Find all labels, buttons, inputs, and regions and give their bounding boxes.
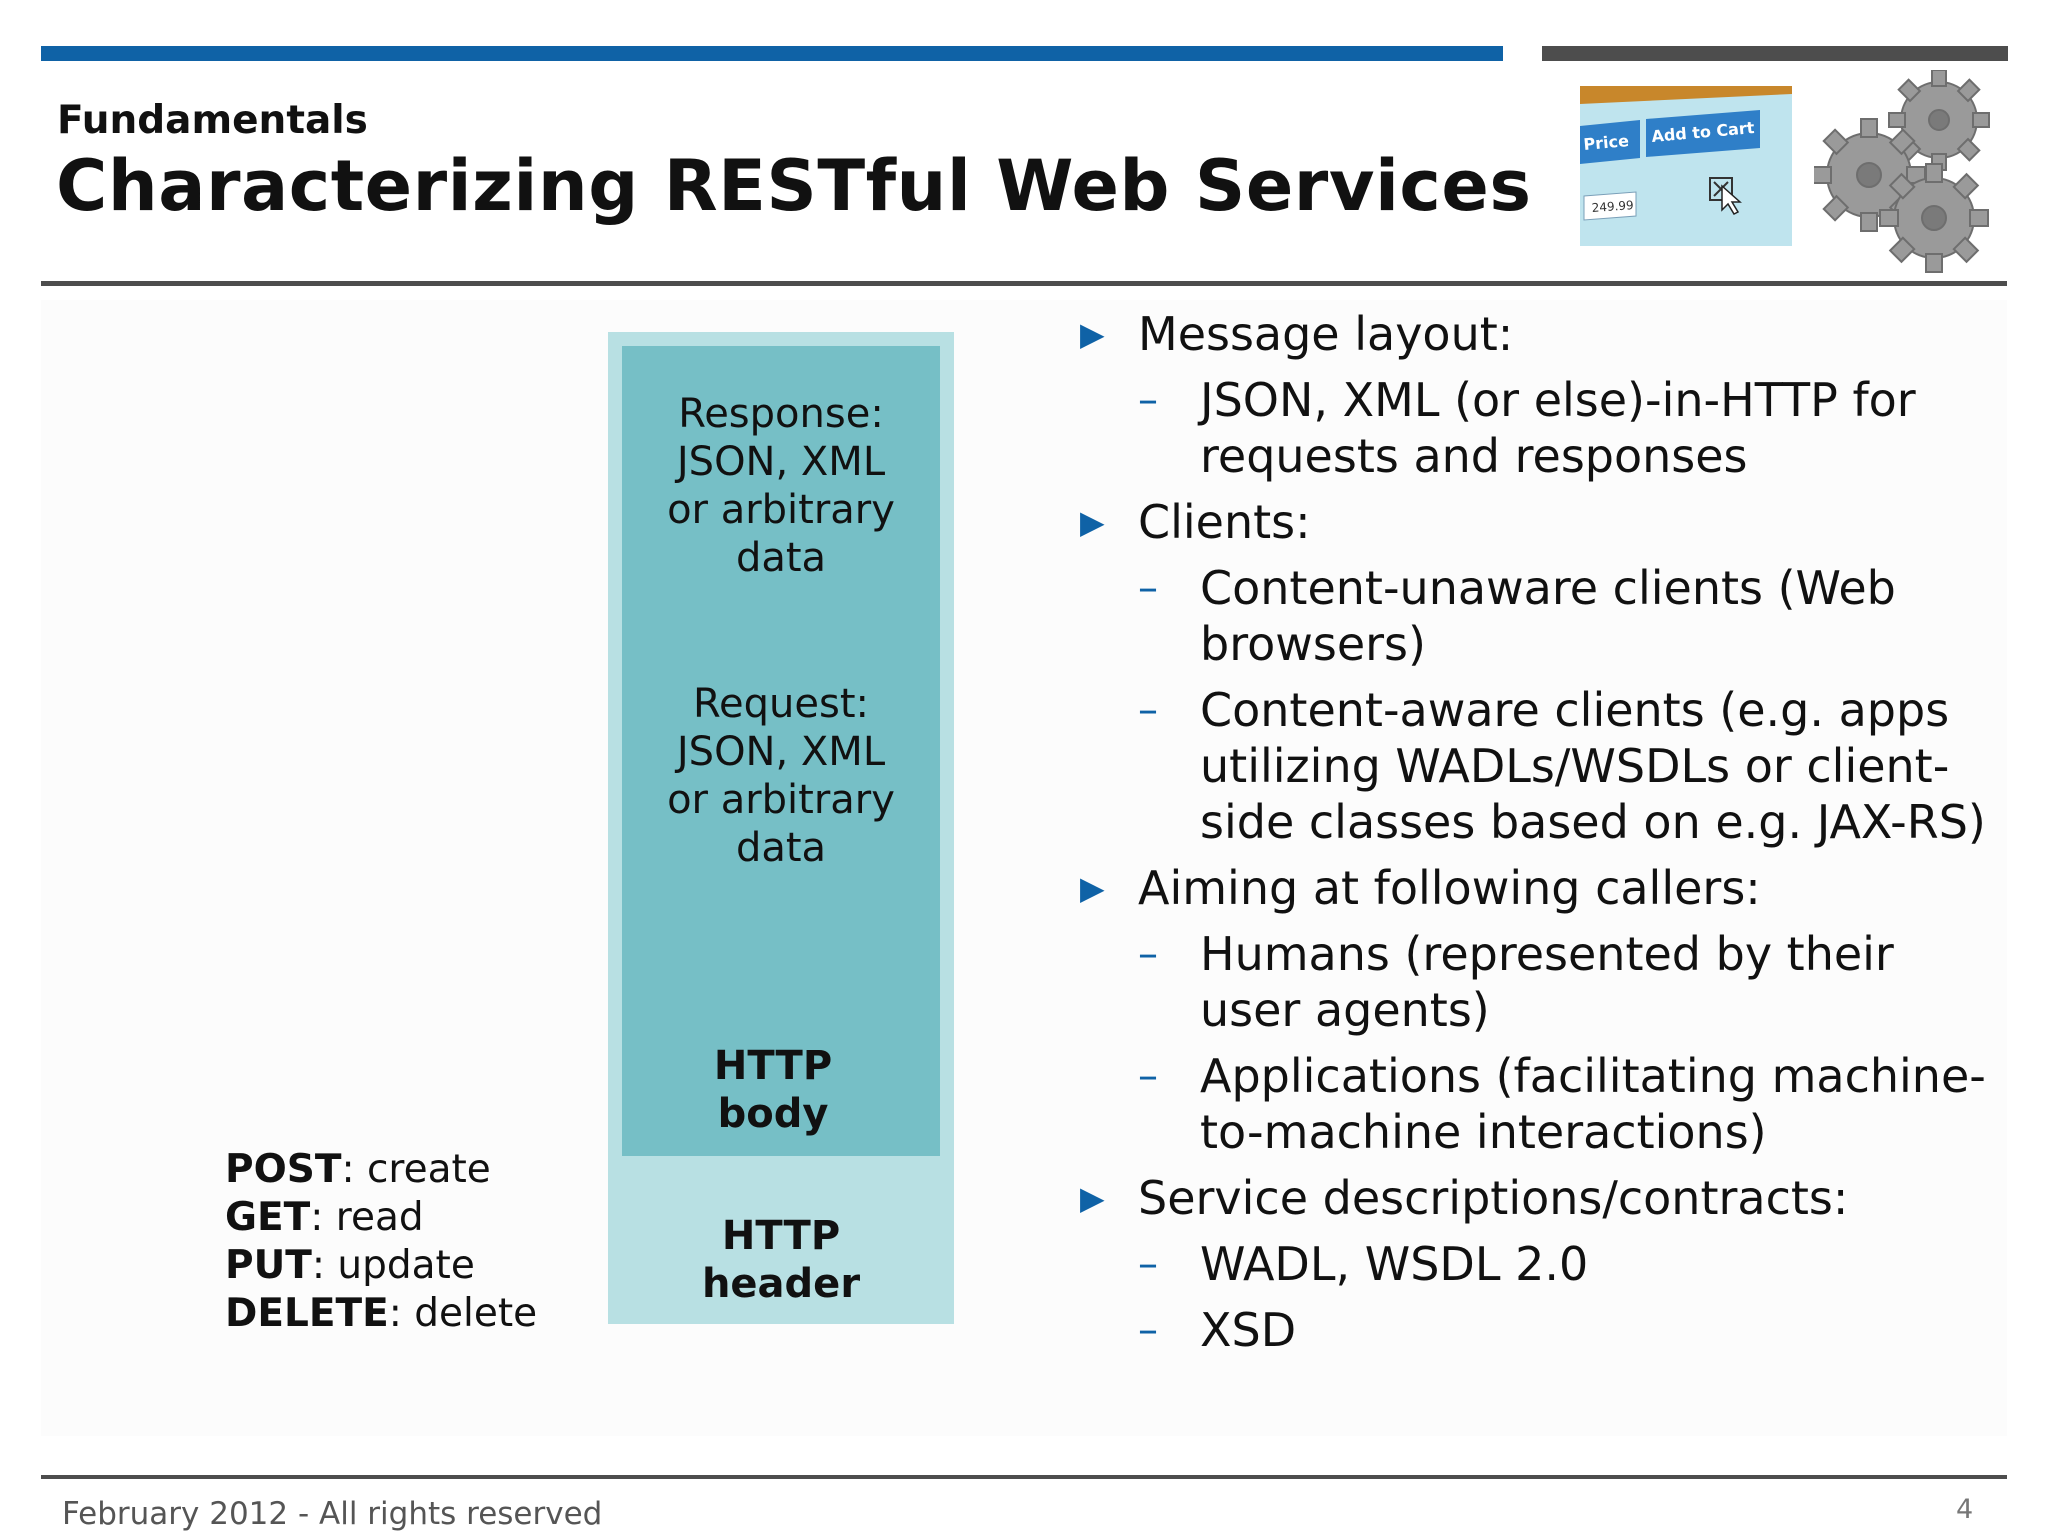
footer-copyright: February 2012 - All rights reserved [62, 1496, 603, 1532]
http-methods-list: POST: create GET: read PUT: update DELET… [225, 1146, 537, 1338]
http-header-label: HTTP header [701, 1213, 861, 1307]
content-area [41, 300, 2007, 1436]
accent-bar-gray [1542, 46, 2008, 61]
response-label: Response: JSON, XML or arbitrary data [667, 391, 895, 581]
shopping-cart-screen-image: Price Add to Cart 249.99 [1580, 86, 1792, 246]
section-title: Fundamentals [57, 98, 368, 143]
bullet-callers: ▶ Aiming at following callers: [1080, 861, 1761, 915]
price-label: Price [1583, 131, 1630, 154]
price-value: 249.99 [1591, 198, 1634, 215]
bullet-list: ▶ Message layout: – JSON, XML (or else)-… [1078, 306, 2008, 1368]
footer-divider [41, 1475, 2007, 1479]
gears-icon [1814, 70, 1990, 273]
triangle-right-icon: ▶ [1080, 315, 1105, 353]
sub-bullet: – WADL, WSDL 2.0 [1138, 1237, 1589, 1291]
request-label: Request: JSON, XML or arbitrary data [667, 681, 895, 871]
dash-icon: – [1138, 377, 1158, 423]
slide-title: Characterizing RESTful Web Services [56, 145, 1532, 227]
bullet-service-descriptions: ▶ Service descriptions/contracts: [1080, 1171, 1849, 1225]
header-divider [41, 281, 2007, 286]
method-post: POST: create [225, 1147, 491, 1192]
dash-icon: – [1138, 1307, 1158, 1353]
dash-icon: – [1138, 687, 1158, 733]
method-get: GET: read [225, 1195, 424, 1240]
dash-icon: – [1138, 1053, 1158, 1099]
cursor-icon [1721, 184, 1742, 215]
sub-bullet: – XSD [1138, 1303, 1297, 1357]
triangle-right-icon: ▶ [1080, 1179, 1105, 1217]
triangle-right-icon: ▶ [1080, 869, 1105, 907]
sub-bullet: – Content-unaware clients (Web browsers) [1138, 561, 1896, 671]
page-number: 4 [1956, 1494, 1974, 1525]
dash-icon: – [1138, 931, 1158, 977]
sub-bullet: – Humans (represented by their user agen… [1138, 927, 1894, 1037]
bullet-clients: ▶ Clients: [1080, 495, 1311, 549]
http-body-label: HTTP body [713, 1043, 833, 1137]
sub-bullet: – Applications (facilitating machine-to-… [1138, 1049, 1986, 1159]
method-put: PUT: update [225, 1243, 475, 1288]
dash-icon: – [1138, 565, 1158, 611]
sub-bullet: – JSON, XML (or else)-in-HTTP for reques… [1138, 373, 1916, 483]
bullet-message-layout: ▶ Message layout: [1080, 307, 1514, 361]
triangle-right-icon: ▶ [1080, 503, 1105, 541]
sub-bullet: – Content-aware clients (e.g. apps utili… [1138, 683, 1986, 849]
dash-icon: – [1138, 1241, 1158, 1287]
http-body-block [622, 346, 940, 1156]
method-delete: DELETE: delete [225, 1291, 538, 1336]
accent-bar-blue [41, 46, 1503, 61]
